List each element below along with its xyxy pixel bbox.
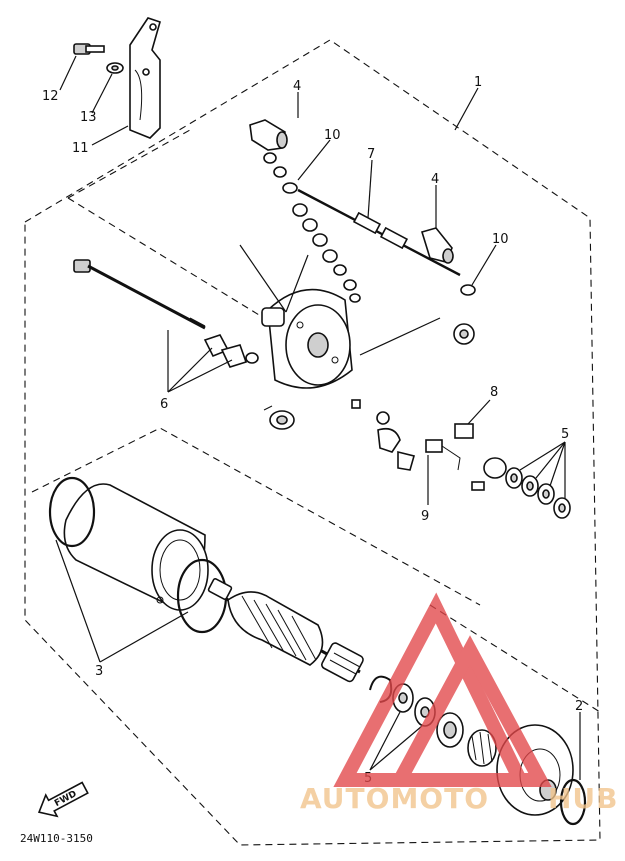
watermark-logo: AUTOMOTO HUB	[300, 592, 619, 815]
part-8-brush	[454, 423, 474, 439]
callout-5-upper: 5	[561, 427, 569, 442]
oil-seal	[263, 405, 295, 430]
part-10-nut-upper	[282, 182, 298, 194]
armature	[207, 578, 364, 683]
fwd-arrow: FWD	[37, 781, 89, 818]
part-11-lead-bracket	[129, 17, 161, 139]
small-fasteners	[471, 457, 507, 491]
terminal-washer-stack	[263, 152, 361, 303]
callout-10-upper: 10	[324, 128, 341, 143]
part-6-plates	[203, 334, 259, 368]
callout-11: 11	[72, 141, 89, 156]
callout-12: 12	[42, 89, 59, 104]
callout-13: 13	[80, 110, 97, 125]
callout-8: 8	[490, 385, 498, 400]
callout-numbers: 1 2 3 4 4 5 5 6 7 8 9 10 10 11 12 13	[42, 75, 583, 786]
assembly-boundary-lines	[24, 39, 601, 846]
callout-7: 7	[367, 147, 375, 162]
callout-6: 6	[160, 397, 168, 412]
part-12-bolt	[73, 43, 105, 55]
callout-4-upper: 4	[293, 79, 301, 94]
rear-cover-housing	[261, 288, 353, 389]
part-3-yoke-housing	[63, 483, 209, 611]
part-6-through-bolt	[73, 259, 206, 330]
part-4-terminal-boot-upper	[249, 119, 288, 151]
callout-3: 3	[95, 664, 103, 679]
callout-1: 1	[474, 75, 482, 90]
callout-10-lower: 10	[492, 232, 509, 247]
bearing	[436, 712, 464, 748]
part-10-nut-lower	[460, 284, 476, 296]
diagram-code: 24W110-3150	[20, 832, 93, 845]
watermark-triangle-inner	[388, 635, 552, 787]
callout-9: 9	[421, 509, 429, 524]
bushing	[453, 323, 475, 345]
watermark-text-b: HUB	[548, 782, 619, 815]
part-5-washer-set-upper	[505, 467, 571, 519]
part-4-terminal-boot-lower	[420, 227, 454, 264]
callout-4-lower: 4	[431, 172, 439, 187]
pinion-gear	[467, 729, 497, 767]
part-7-terminal-bolt	[297, 188, 461, 277]
brush-holder-parts	[351, 399, 461, 471]
part-13-washer	[106, 62, 124, 74]
part-3-o-ring-left	[48, 476, 96, 548]
part-2-o-ring	[559, 778, 587, 826]
leader-lines	[55, 55, 581, 780]
watermark-text-a: AUTOMOTO	[300, 782, 489, 815]
callout-2: 2	[575, 699, 583, 714]
